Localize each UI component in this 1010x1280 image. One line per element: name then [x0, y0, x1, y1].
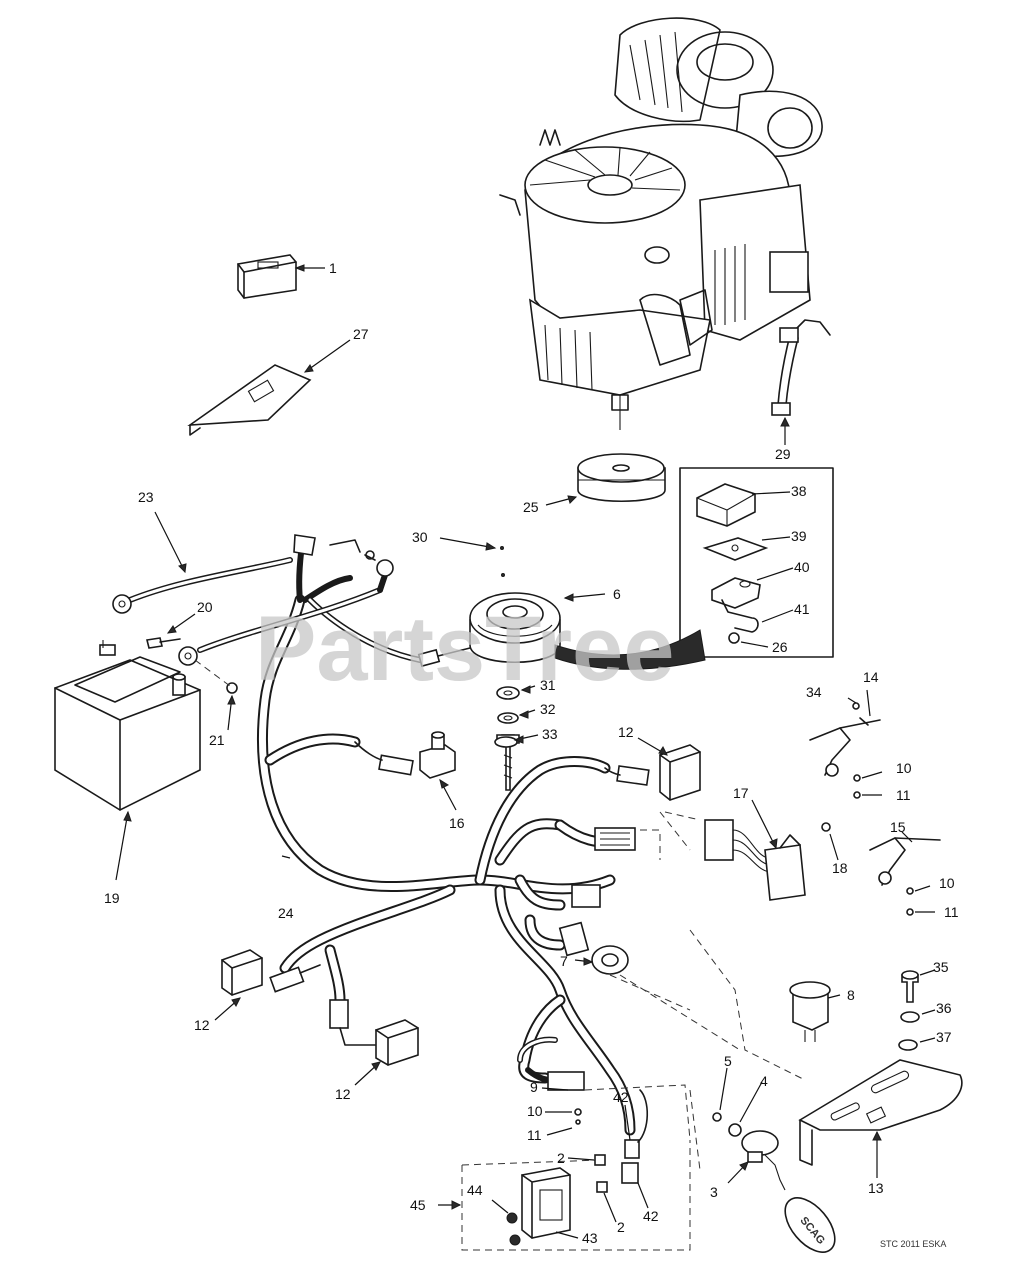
switch-part-12-top	[604, 737, 701, 801]
callout-29: 29	[775, 446, 791, 462]
switch-part-16	[354, 731, 457, 811]
callout-2-top: 2	[557, 1150, 565, 1166]
hardware-35-37	[898, 969, 936, 1051]
callout-13: 13	[868, 1180, 884, 1196]
connector-near-17	[594, 811, 701, 860]
bracket-part-13	[798, 1059, 963, 1178]
callout-33: 33	[542, 726, 558, 742]
callout-1: 1	[329, 260, 337, 276]
callout-32: 32	[540, 701, 556, 717]
callout-20: 20	[197, 599, 213, 615]
callout-18: 18	[832, 860, 848, 876]
callout-24: 24	[278, 905, 294, 921]
callout-27: 27	[353, 326, 369, 342]
switch-part-12-bottom	[329, 999, 419, 1086]
plate-part-27	[187, 339, 351, 436]
callout-labels: 1 2 2 3 4 5 6 7 8 9 10 10 10 11 11 11 12…	[104, 260, 959, 1246]
callout-21: 21	[209, 732, 225, 748]
callout-19: 19	[104, 890, 120, 906]
callout-34: 34	[806, 684, 822, 700]
callout-35: 35	[933, 959, 949, 975]
callout-7: 7	[560, 953, 568, 969]
callout-45: 45	[410, 1197, 426, 1213]
washers-bolt-31-33	[494, 685, 539, 791]
main-harness-24	[257, 542, 636, 1136]
callout-10-bottom: 10	[527, 1103, 543, 1119]
switch-part-12-left	[214, 949, 321, 1021]
callout-43: 43	[582, 1230, 598, 1246]
callout-12-top: 12	[618, 724, 634, 740]
callout-12-bottom: 12	[335, 1086, 351, 1102]
module-part-17	[704, 799, 839, 901]
callout-25: 25	[523, 499, 539, 515]
lever-part-14	[809, 689, 883, 799]
callout-10-lower: 10	[939, 875, 955, 891]
inset-box	[679, 467, 834, 658]
callout-12-left: 12	[194, 1017, 210, 1033]
callout-17: 17	[733, 785, 749, 801]
callout-37: 37	[936, 1029, 952, 1045]
callout-42-bottom: 42	[643, 1208, 659, 1224]
callout-16: 16	[449, 815, 465, 831]
callout-2-bottom: 2	[617, 1219, 625, 1235]
callout-15: 15	[890, 819, 906, 835]
engine	[499, 17, 823, 430]
callout-11-bottom: 11	[527, 1127, 542, 1143]
callout-38: 38	[791, 483, 807, 499]
watermark: PartsTree	[255, 598, 674, 700]
callout-5: 5	[724, 1053, 732, 1069]
callout-11-lower: 11	[944, 904, 959, 920]
ignition-3-5	[689, 1067, 836, 1253]
callout-4: 4	[760, 1073, 768, 1089]
lever-part-15	[869, 831, 941, 916]
clutch-part-6	[439, 537, 706, 670]
lower-assembly	[438, 1036, 691, 1251]
battery-cable-23	[112, 511, 394, 731]
callout-10-upper: 10	[896, 760, 912, 776]
callout-3: 3	[710, 1184, 718, 1200]
callout-40: 40	[794, 559, 810, 575]
callout-6: 6	[613, 586, 621, 602]
callout-30: 30	[412, 529, 428, 545]
callout-9: 9	[530, 1079, 538, 1095]
switch-part-1	[237, 254, 325, 299]
callout-42-top: 42	[613, 1089, 629, 1105]
pulley-part-25	[545, 453, 666, 506]
callout-23: 23	[138, 489, 154, 505]
callout-36: 36	[936, 1000, 952, 1016]
harness-part-29	[771, 319, 831, 445]
drawing-code: STC 2011 ESKA	[880, 1239, 946, 1249]
switch-part-7	[558, 884, 741, 1051]
callout-11-upper: 11	[896, 787, 911, 803]
callout-14: 14	[863, 669, 879, 685]
callout-41: 41	[794, 601, 810, 617]
callout-39: 39	[791, 528, 807, 544]
key-switch-part-8	[689, 929, 841, 1081]
battery-part-19	[54, 640, 201, 881]
callout-26: 26	[772, 639, 788, 655]
callout-8: 8	[847, 987, 855, 1003]
callout-44: 44	[467, 1182, 483, 1198]
callout-31: 31	[540, 677, 556, 693]
